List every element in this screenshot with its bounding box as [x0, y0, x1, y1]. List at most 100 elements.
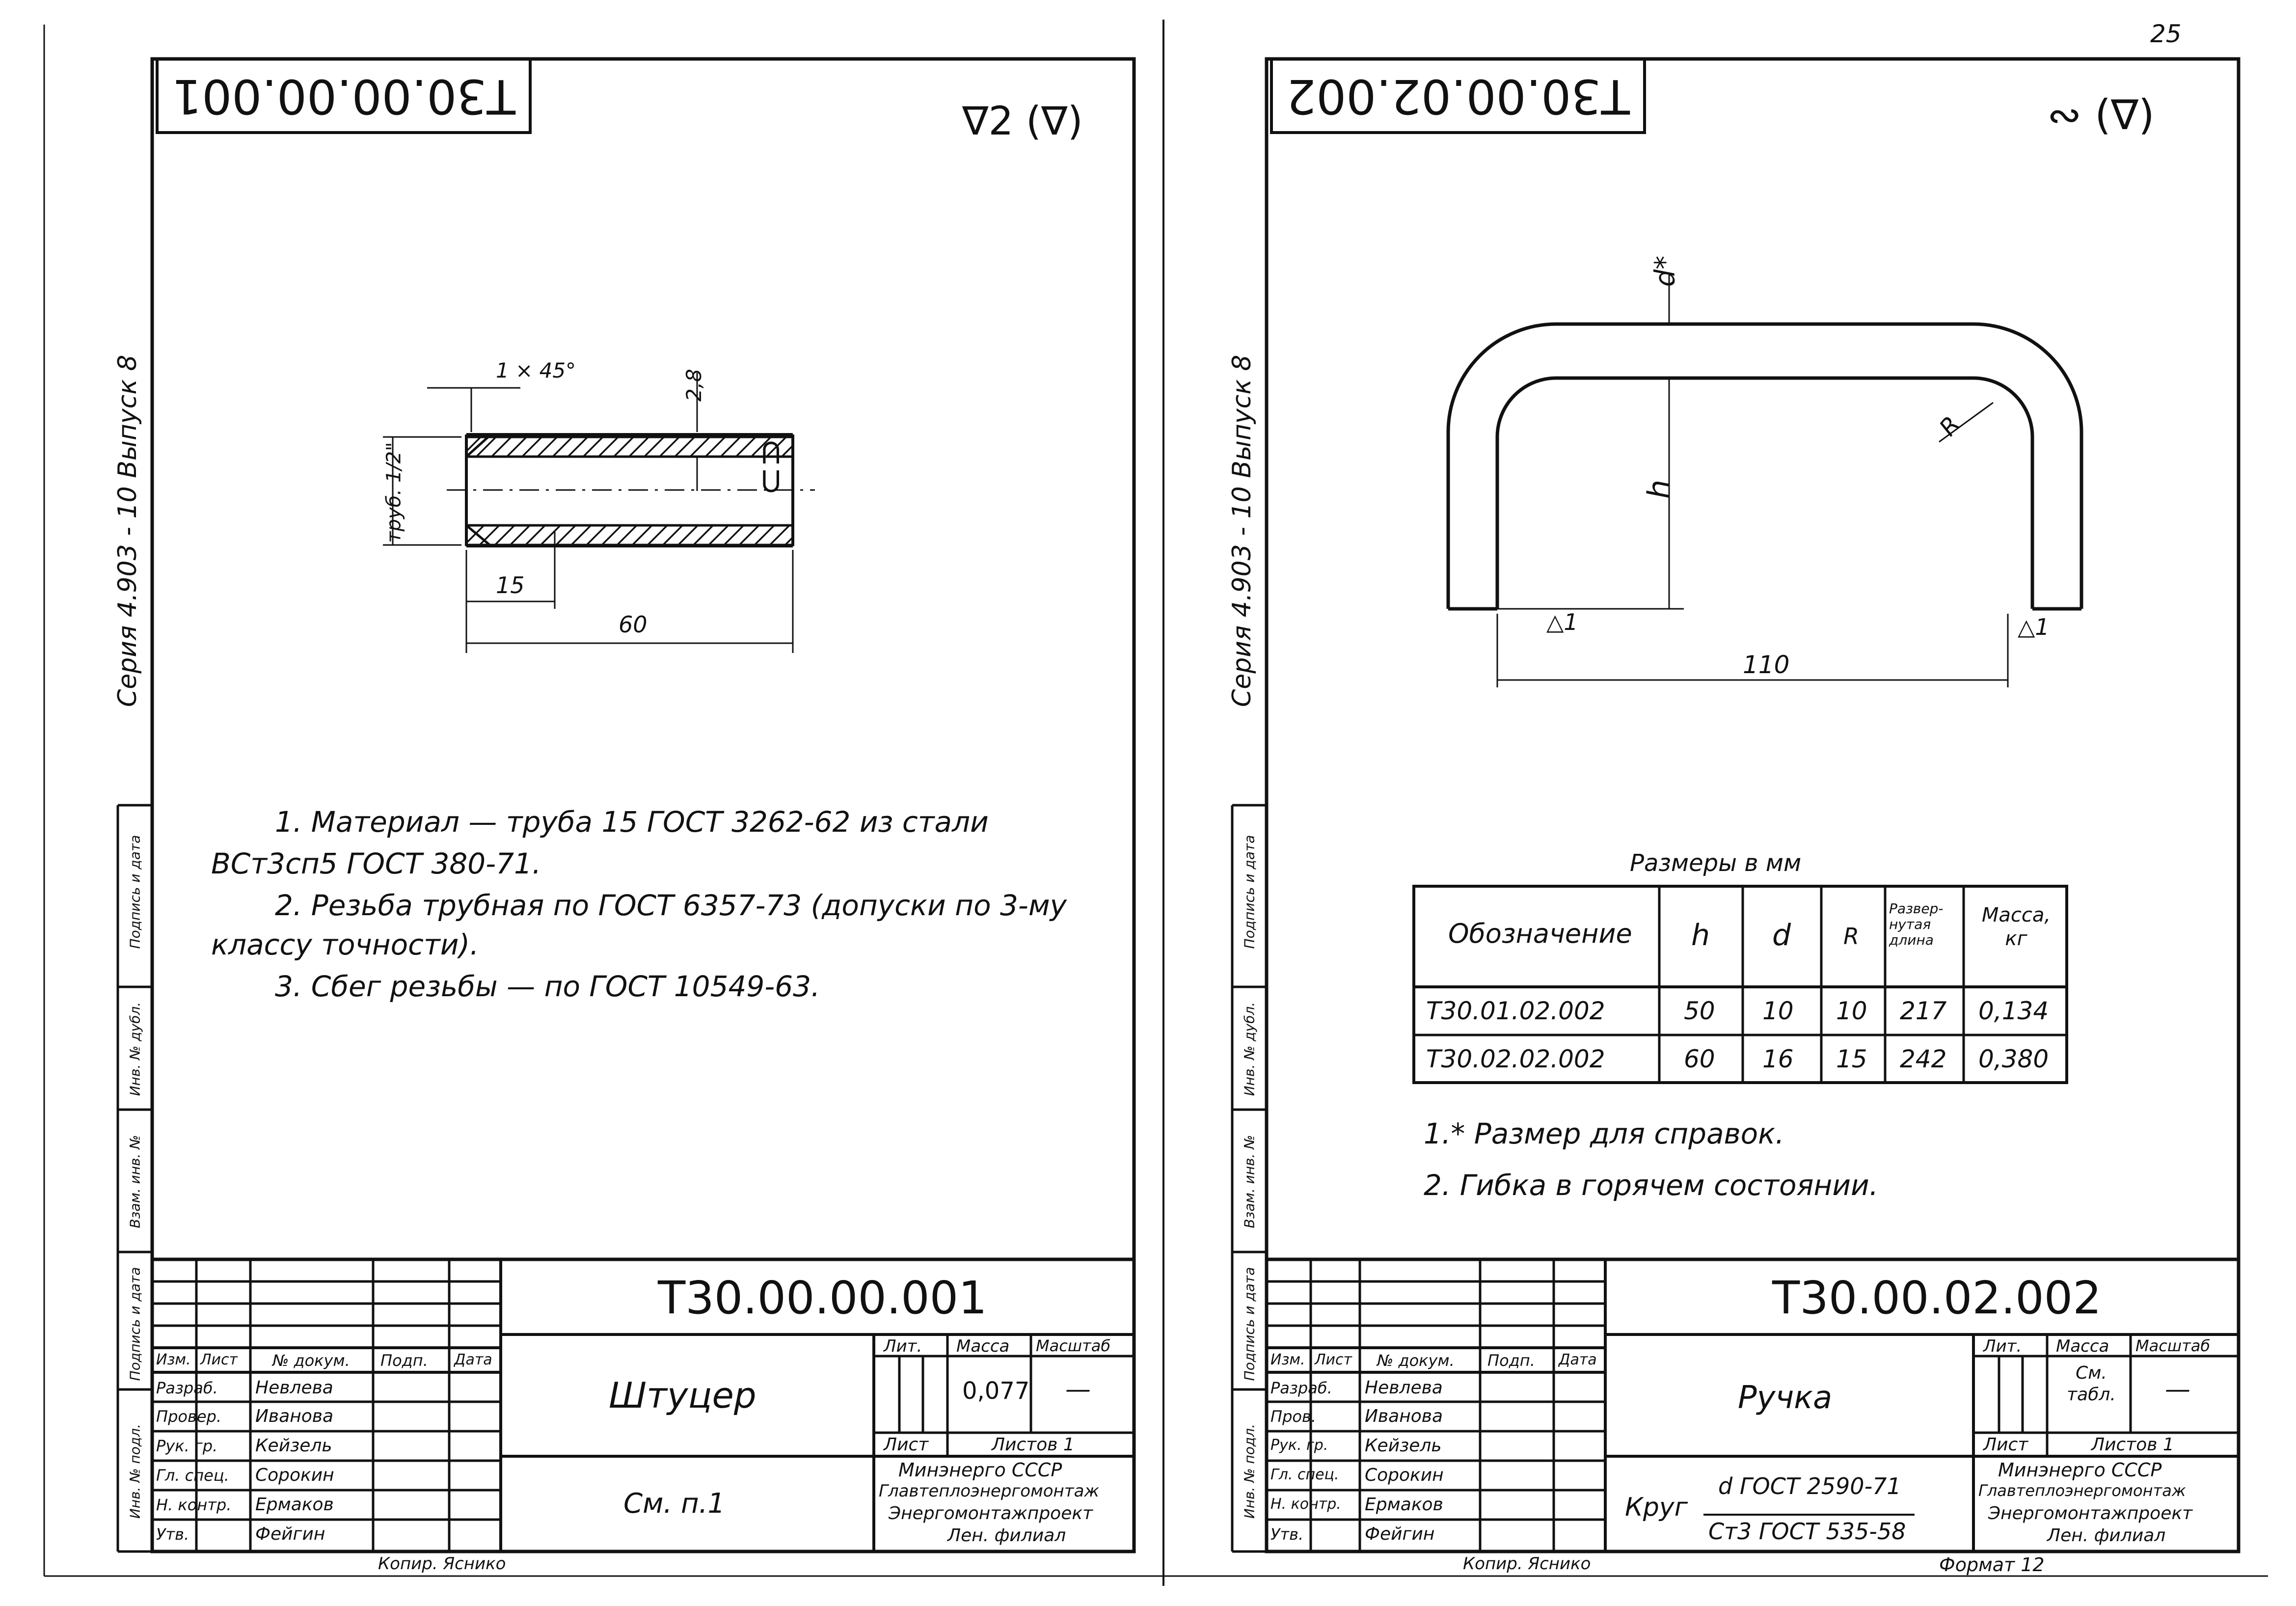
dim-width: 110: [1743, 651, 1790, 679]
note-line: классу точности).: [211, 928, 479, 961]
table-cell: 0,134: [1978, 997, 2049, 1025]
stamp-org: Главтеплоэнергомонтаж: [879, 1481, 1100, 1501]
stamp-scale-label: Масштаб: [1036, 1336, 1111, 1355]
copier-left: Копир. Яснико: [378, 1554, 506, 1574]
roughness-left: ∇2 (∇): [962, 98, 1083, 144]
note-line: 1.* Размер для справок.: [1424, 1117, 1784, 1150]
page-number: 25: [2150, 20, 2182, 48]
table-cell: Т30.01.02.002: [1426, 997, 1605, 1025]
margin-label: Инв. № дубл.: [1241, 1002, 1258, 1096]
note-line: 1. Материал — труба 15 ГОСТ 3262-62 из с…: [275, 805, 989, 839]
stamp-lit-label: Лит.: [1983, 1336, 2022, 1356]
margin-label: Инв. № дубл.: [127, 1002, 143, 1096]
stamp-person: Кейзель: [1365, 1436, 1442, 1456]
stamp-person: Иванова: [255, 1406, 334, 1426]
surface-mark: △1: [1546, 609, 1578, 635]
note-line: 2. Резьба трубная по ГОСТ 6357-73 (допус…: [275, 889, 1067, 922]
table-header: Масса, кг: [1981, 904, 2051, 950]
table-cell: 60: [1684, 1045, 1715, 1073]
stamp-scale-label: Масштаб: [2135, 1336, 2211, 1355]
stamp-code: Т30.00.00.001: [658, 1272, 987, 1324]
stamp-header: № докум.: [1377, 1351, 1455, 1370]
format-label: Формат 12: [1939, 1554, 2045, 1576]
stamp-mass-label: Масса: [956, 1336, 1010, 1356]
stamp-part-name: Штуцер: [609, 1375, 756, 1416]
stamp-role: Разраб.: [156, 1379, 218, 1397]
stamp-org: Энергомонтажпроект: [889, 1503, 1093, 1524]
dim-pipe: труб. 1/2": [382, 442, 405, 543]
stamp-material: См. п.1: [623, 1488, 725, 1520]
stamp-header: Лист: [1315, 1351, 1352, 1368]
stamp-org: Лен. филиал: [2047, 1525, 2166, 1546]
stamp-role: Рук. гр.: [1270, 1437, 1328, 1454]
stamp-person: Кейзель: [255, 1436, 332, 1456]
stamp-person: Невлева: [1365, 1378, 1443, 1398]
copier-right: Копир. Яснико: [1463, 1554, 1591, 1574]
table-cell: 15: [1836, 1045, 1867, 1073]
stamp-person: Ермаков: [255, 1495, 334, 1515]
table-header: R: [1843, 923, 1859, 950]
dim-thread-size: ⊂⊃: [750, 438, 790, 496]
table-title: Размеры в мм: [1630, 849, 1802, 877]
table-cell: 10: [1836, 997, 1867, 1025]
stamp-role: Провер.: [156, 1407, 221, 1426]
note-line: 2. Гибка в горячем состоянии.: [1424, 1169, 1879, 1202]
stamp-person: Сорокин: [1365, 1465, 1444, 1485]
dim-thread-length: 15: [496, 572, 525, 599]
stamp-header: № докум.: [272, 1351, 350, 1370]
roughness-right: ∾ (∇): [2047, 91, 2155, 139]
stamp-role: Гл. спец.: [156, 1466, 229, 1485]
stamp-code: Т30.00.02.002: [1772, 1272, 2102, 1324]
surface-mark: △1: [2018, 614, 2050, 640]
series-label-right: Серия 4.903 - 10 Выпуск 8: [1227, 354, 1257, 707]
margin-label: Инв. № подл.: [1241, 1423, 1258, 1519]
stamp-person: Фейгин: [255, 1524, 325, 1544]
table-header: h: [1691, 918, 1710, 953]
stamp-org: Главтеплоэнергомонтаж: [1978, 1481, 2186, 1500]
stamp-material-prefix: Круг: [1625, 1493, 1688, 1522]
stamp-sheets-label: Листов 1: [992, 1435, 1075, 1455]
dim-d: d*: [1649, 255, 1681, 287]
stamp-org: Минэнерго СССР: [898, 1459, 1062, 1481]
stamp-role: Н. контр.: [156, 1496, 232, 1514]
dim-h: h: [1641, 479, 1677, 499]
stamp-header: Лист: [200, 1351, 238, 1368]
stamp-part-name: Ручка: [1738, 1380, 1833, 1416]
stamp-role: Н. контр.: [1270, 1496, 1341, 1513]
stamp-material-den: Ст3 ГОСТ 535-58: [1708, 1518, 1906, 1545]
margin-label: Инв. № подл.: [127, 1423, 143, 1519]
table-header: Развер- нутая длина: [1889, 900, 1944, 948]
dim-chamfer: 1 × 45°: [496, 358, 576, 382]
stamp-org: Энергомонтажпроект: [1988, 1503, 2193, 1524]
margin-label: Взам. инв. №: [127, 1135, 143, 1228]
stamp-role: Гл. спец.: [1270, 1466, 1339, 1483]
stamp-header: Дата: [454, 1351, 492, 1368]
stamp-sheet-label: Лист: [884, 1435, 929, 1455]
stamp-header: Дата: [1559, 1351, 1597, 1368]
stamp-mass: 0,077: [962, 1377, 1030, 1405]
stamp-org: Минэнерго СССР: [1998, 1459, 2162, 1481]
rotated-code-right: Т30.00.02.002: [1286, 69, 1630, 124]
stamp-header: Изм.: [156, 1351, 191, 1368]
stamp-scale: —: [1065, 1375, 1091, 1404]
stamp-header: Изм.: [1270, 1351, 1305, 1368]
series-label-left: Серия 4.903 - 10 Выпуск 8: [113, 354, 142, 707]
margin-label: Подпись и дата: [127, 835, 143, 949]
stamp-role: Рук. гр.: [156, 1437, 218, 1455]
margin-label: Взам. инв. №: [1241, 1135, 1258, 1228]
note-line: 3. Сбег резьбы — по ГОСТ 10549-63.: [275, 970, 820, 1003]
stamp-scale: —: [2165, 1375, 2190, 1404]
stamp-mass-label: Масса: [2056, 1336, 2109, 1356]
handle-drawing: [1446, 275, 2083, 687]
rotated-code-left: Т30.00.00.001: [172, 69, 515, 124]
note-line: ВСт3сп5 ГОСТ 380-71.: [211, 847, 541, 880]
dim-wall: 2,8: [681, 369, 706, 402]
stamp-org: Лен. филиал: [947, 1525, 1066, 1546]
stamp-role: Утв.: [156, 1525, 189, 1544]
stamp-person: Ермаков: [1365, 1495, 1443, 1515]
dim-length: 60: [619, 611, 648, 638]
stamp-person: Фейгин: [1365, 1524, 1435, 1544]
margin-label: Подпись и дата: [1241, 835, 1258, 949]
stamp-role: Разраб.: [1270, 1379, 1332, 1397]
